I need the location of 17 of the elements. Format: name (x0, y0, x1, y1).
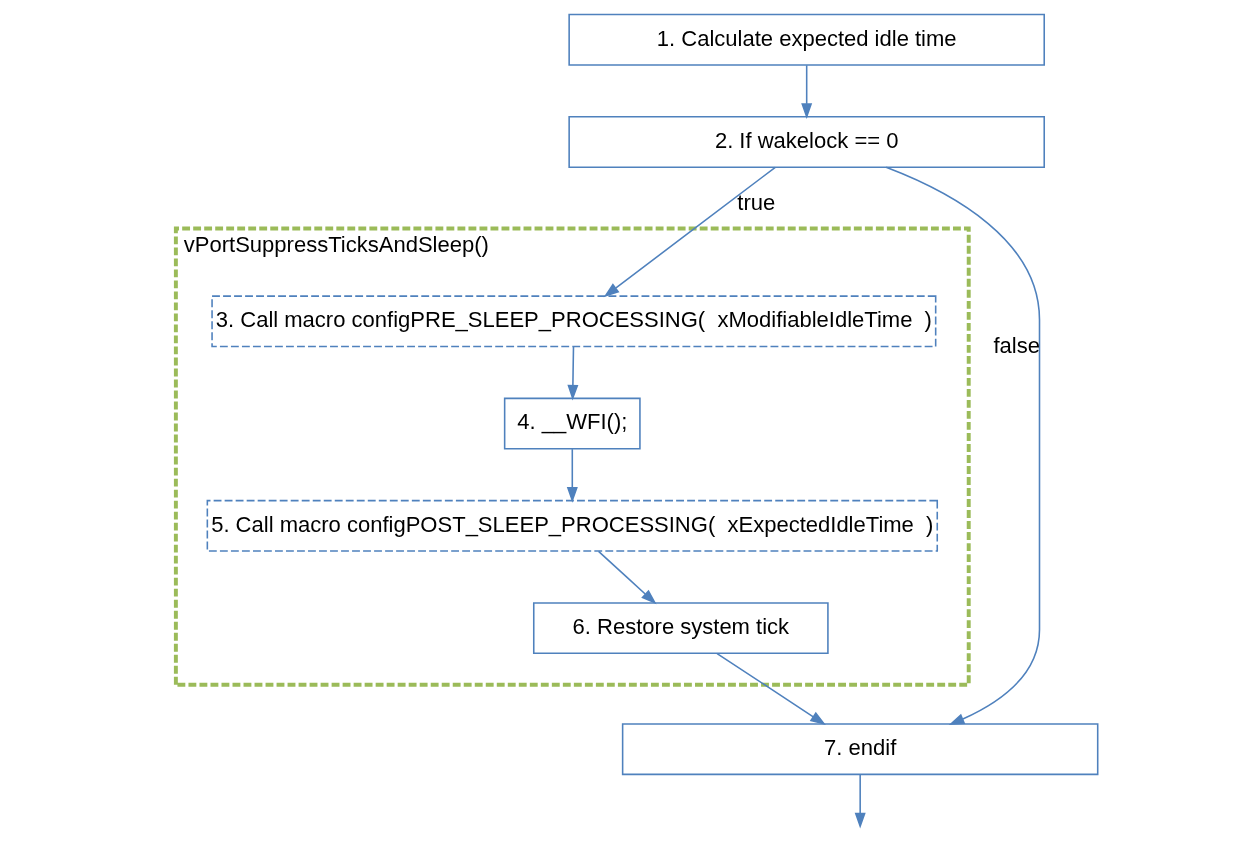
arrow (566, 346, 578, 401)
node-box: 3. Call macro configPRE_SLEEP_PROCESSING( xModifiableIdleTime ) (210, 295, 936, 348)
node-box: 6. Restore system tick (532, 602, 829, 655)
arrow (854, 773, 866, 829)
arrow (603, 166, 776, 298)
node-box: 1. Calculate expected idle time (567, 13, 1045, 66)
node-box: 2. If wakelock == 0 (567, 116, 1045, 168)
node-box: 4. __WFI(); (503, 397, 641, 450)
node-box: 7. endif (621, 723, 1098, 776)
arrow (800, 64, 812, 120)
arrow (566, 448, 578, 503)
edge-label: true (736, 189, 775, 215)
arrow (715, 652, 826, 726)
edge-label: false (992, 332, 1040, 358)
arrow (597, 550, 657, 605)
node-box: 5. Call macro configPOST_SLEEP_PROCESSING( xExpectedIdleTime ) (206, 499, 938, 552)
arrow (884, 166, 1040, 725)
